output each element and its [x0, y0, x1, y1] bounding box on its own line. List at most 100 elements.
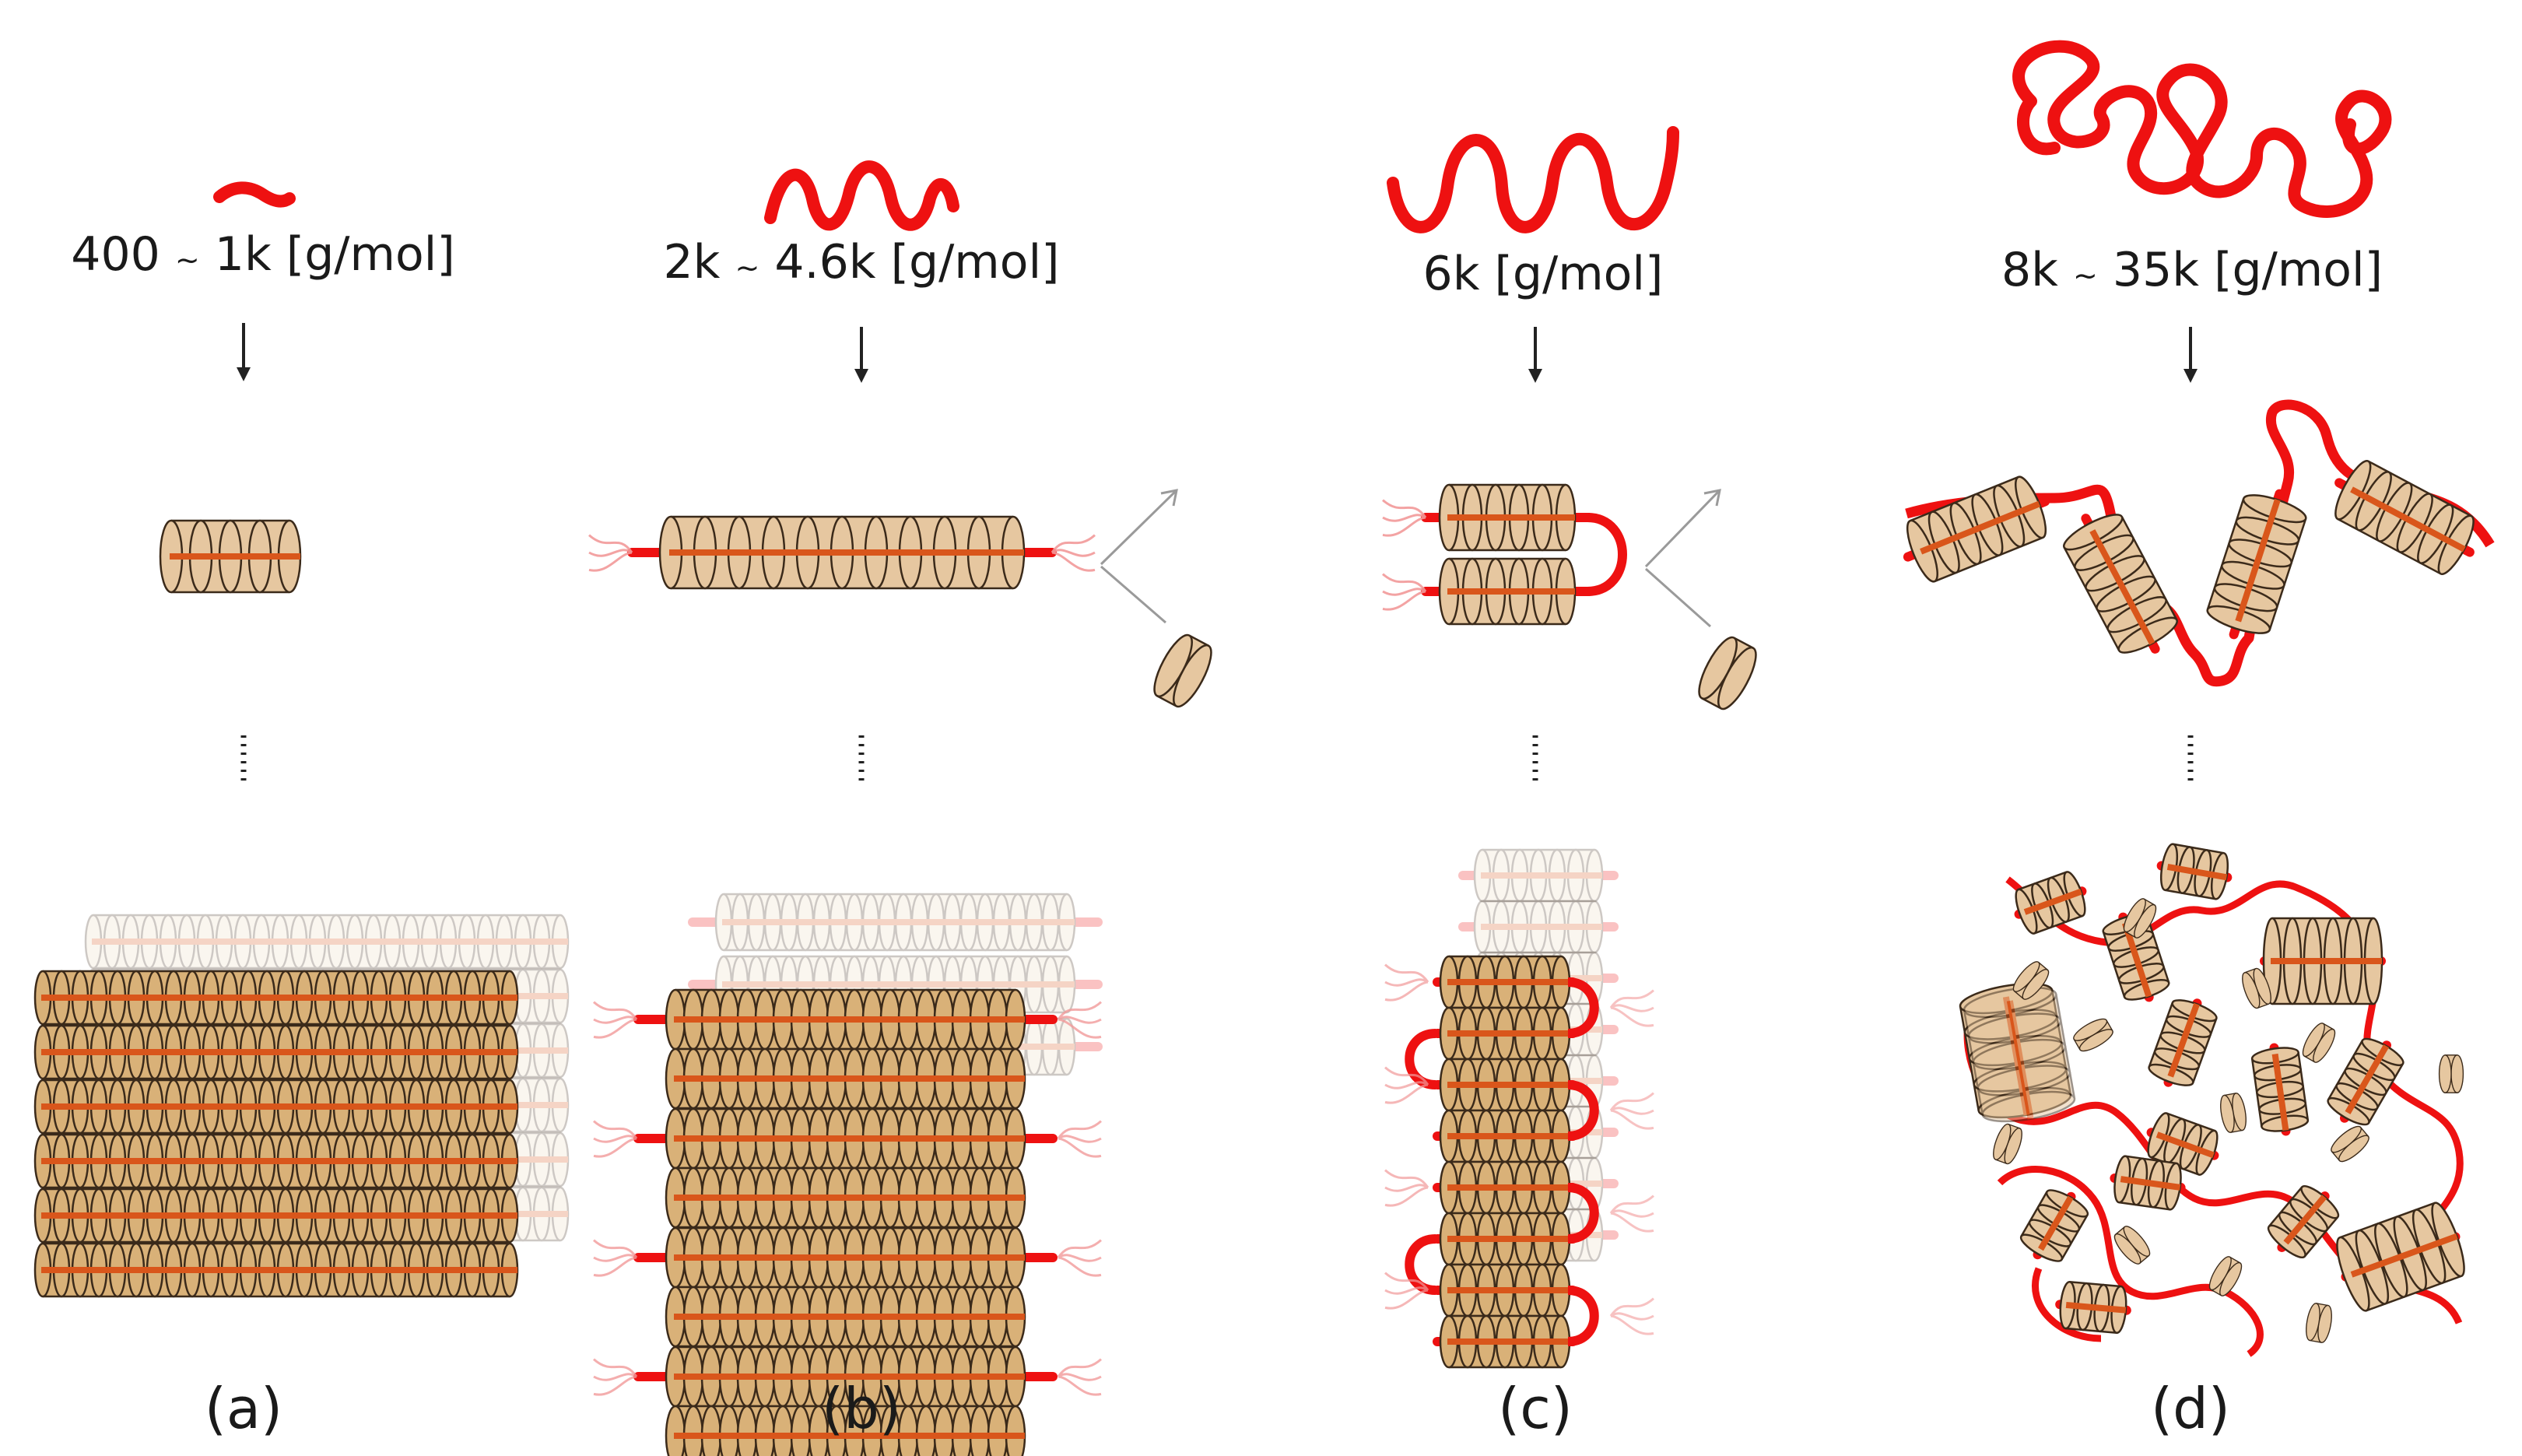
disk-column [33, 1188, 519, 1244]
disk-column [1421, 557, 1594, 626]
disk [233, 914, 252, 970]
disk-column [1433, 1109, 1577, 1163]
disk-column [2327, 1037, 2404, 1126]
disk-column [2019, 1189, 2089, 1262]
disk [364, 914, 383, 970]
tilted-column [2014, 871, 2087, 935]
short-chain-icon [213, 181, 296, 208]
disk [551, 1077, 570, 1133]
disk-column [2260, 917, 2386, 1005]
down-arrow-icon [237, 323, 251, 381]
disk-column [1458, 900, 1619, 954]
columnar-stack-long [588, 515, 1096, 590]
disk [532, 1131, 551, 1188]
free-disk [2012, 961, 2050, 1000]
chain-end-fringe [1057, 1120, 1103, 1158]
free-disk [1698, 636, 1757, 710]
disk-column [1421, 483, 1594, 552]
panel-label-b: (b) [822, 1376, 901, 1441]
disk [1510, 900, 1529, 954]
disk [532, 968, 551, 1024]
mw-label-a: 400 ~ 1k [g/mol] [71, 227, 454, 282]
free-disk [2073, 1018, 2113, 1052]
disk [1041, 955, 1060, 1014]
disk [894, 893, 913, 952]
panel-d: 8k ~ 35k [g/mol] (d) [1903, 40, 2495, 1441]
chain-end-fringe [1057, 1001, 1103, 1039]
large-wavy-chain-icon [1387, 126, 1679, 233]
chain-end-fringe [592, 1001, 638, 1039]
disk [1025, 893, 1044, 952]
disk-column [2267, 1184, 2340, 1259]
chain-end-fringe [1609, 989, 1655, 1027]
tilted-column [2267, 1184, 2340, 1259]
disk [987, 1405, 1008, 1456]
free-disk [2306, 1303, 2332, 1343]
disk-column [2250, 1043, 2310, 1136]
chain-end-fringe [1609, 1092, 1655, 1130]
disk [383, 914, 402, 970]
disk-column [1963, 986, 2076, 1123]
disk-column [1433, 1212, 1577, 1266]
chain-end-fringe [1051, 534, 1096, 572]
disk [736, 1405, 758, 1456]
panel-label-a: (a) [205, 1376, 282, 1441]
disk [845, 893, 864, 952]
free-disk [1153, 633, 1212, 708]
disk [1025, 955, 1044, 1014]
disk-column [84, 914, 570, 970]
disk [514, 914, 532, 970]
disk-column [1903, 475, 2050, 583]
disk-column [633, 988, 1058, 1051]
disk [495, 914, 514, 970]
disk [897, 1405, 919, 1456]
disk-column [1433, 955, 1577, 1009]
panel-c: 6k [g/mol] (c) [1381, 126, 1757, 1441]
disk [714, 893, 733, 952]
disk-column [33, 1133, 519, 1189]
disk [1529, 848, 1548, 903]
chain-end-fringe [592, 1120, 638, 1158]
chain-end-fringe [592, 1239, 638, 1277]
disk [271, 914, 289, 970]
disk [1566, 848, 1585, 903]
disk [1566, 900, 1585, 954]
disk [861, 893, 880, 952]
tilted-column [2250, 1043, 2310, 1136]
disk [1585, 848, 1604, 903]
disk-column [665, 1167, 1026, 1229]
disk-column [665, 1047, 1026, 1110]
free-disk [2302, 1023, 2336, 1063]
disk [796, 893, 815, 952]
chain-end-fringe [588, 534, 633, 572]
tilted-column [2055, 1280, 2131, 1335]
disk-column [2336, 1202, 2465, 1312]
disk [1008, 893, 1027, 952]
disk-column [2146, 1112, 2219, 1176]
disk [780, 893, 798, 952]
tilted-column [2148, 998, 2218, 1087]
columnar-lattice-b [592, 893, 1103, 1456]
disk [308, 914, 327, 970]
disk [1473, 848, 1492, 903]
tilted-column [2206, 489, 2307, 640]
free-disk [1153, 633, 1212, 708]
disk [84, 914, 103, 970]
disk [551, 914, 570, 970]
panel-a: 400 ~ 1k [g/mol] (a) [33, 181, 570, 1441]
disk [933, 1405, 955, 1456]
disk [878, 893, 896, 952]
disk [718, 1405, 740, 1456]
free-disk [2438, 1054, 2464, 1093]
chain-end-fringe [1057, 1358, 1103, 1396]
disk [1041, 893, 1060, 952]
chain-end-fringe [1384, 1066, 1429, 1104]
disk [790, 1405, 812, 1456]
disk [1548, 900, 1566, 954]
disk-column [2334, 460, 2475, 575]
disk [1492, 900, 1510, 954]
panel-label-c: (c) [1498, 1376, 1573, 1441]
disk-column [33, 970, 519, 1026]
disk [327, 914, 346, 970]
